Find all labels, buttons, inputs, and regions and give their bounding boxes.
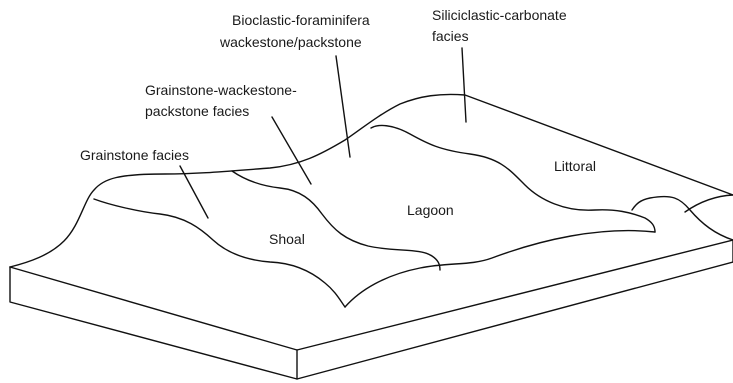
block-front-face (10, 262, 733, 379)
surface-right-rim (685, 195, 733, 212)
label-lagoon: Lagoon (407, 202, 454, 218)
boundary-grainstone (94, 199, 345, 307)
label-grainstone-wp: Grainstone-wackestone- packstone facies (145, 82, 301, 119)
boundary-shoal-lagoon (232, 171, 440, 270)
surface-right-slope (632, 197, 733, 241)
label-grainstone: Grainstone facies (80, 147, 189, 163)
label-grainstone-wp-line2: packstone facies (145, 103, 249, 119)
label-bioclastic: Bioclastic-foraminifera wackestone/packs… (219, 12, 374, 50)
label-shoal: Shoal (269, 231, 305, 247)
label-siliciclastic-line1: Siliciclastic-carbonate (432, 7, 567, 23)
label-bioclastic-line2: wackestone/packstone (219, 34, 362, 50)
label-siliciclastic: Siliciclastic-carbonate facies (432, 7, 571, 44)
label-littoral: Littoral (554, 158, 596, 174)
pointer-siliciclastic (462, 48, 466, 122)
label-siliciclastic-line2: facies (432, 28, 469, 44)
block-top-front-edge (10, 240, 733, 350)
pointer-grainstone-wp (272, 117, 311, 184)
label-bioclastic-line1: Bioclastic-foraminifera (232, 12, 370, 28)
label-grainstone-wp-line1: Grainstone-wackestone- (145, 82, 297, 98)
surface-skyline (10, 94, 733, 267)
